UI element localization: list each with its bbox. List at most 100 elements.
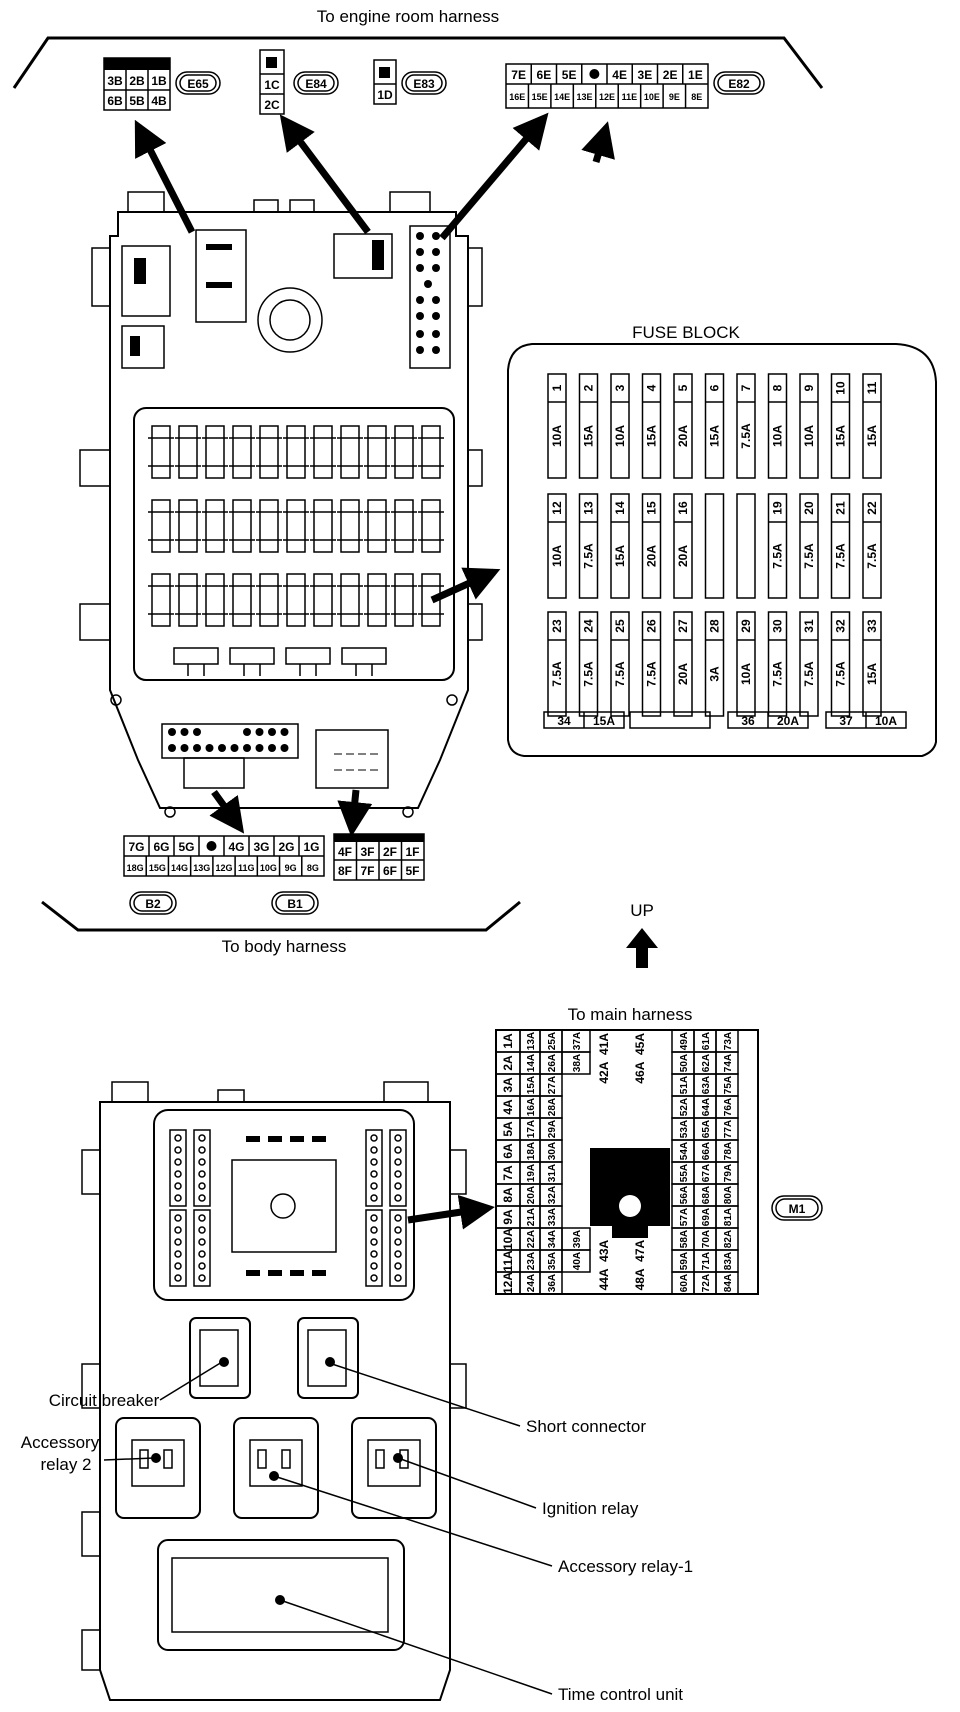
pin-25a: 25A: [547, 1032, 558, 1050]
pin-52a: 52A: [679, 1098, 690, 1116]
pin-27a: 27A: [547, 1076, 558, 1094]
fuse-number: 14: [613, 501, 627, 515]
pin-60a: 60A: [679, 1274, 690, 1292]
pin-40a: 40A: [572, 1252, 583, 1270]
fuse-rating: 7.5A: [550, 661, 564, 687]
pin-66a: 66A: [701, 1142, 712, 1160]
pin-69a: 69A: [701, 1208, 712, 1226]
engine-harness-bracket: [12, 36, 824, 89]
fuse-number: 22: [865, 501, 879, 515]
pin-8e: 8E: [691, 92, 702, 102]
pin-26a: 26A: [547, 1054, 558, 1072]
fuse-rating: 10A: [550, 545, 564, 567]
pin-2f: 2F: [383, 845, 397, 859]
pin-1a: 1A: [501, 1033, 515, 1049]
pin-4g: 4G: [228, 840, 244, 854]
pin-18a: 18A: [526, 1142, 537, 1160]
fuse-rating: 20A: [676, 663, 690, 685]
fuse-rating: 20A: [676, 425, 690, 447]
pin-2e: 2E: [663, 68, 678, 82]
pin-72a: 72A: [701, 1274, 712, 1292]
fuse-number: 9: [802, 384, 816, 391]
pin-7g: 7G: [128, 840, 144, 854]
pin-30a: 30A: [547, 1142, 558, 1160]
pin-38a: 38A: [572, 1054, 583, 1072]
callout-accessory-relay-2-a: Accessory: [21, 1433, 100, 1452]
pin-54a: 54A: [679, 1142, 690, 1160]
arrow-to-fuse-block: [430, 567, 501, 604]
fuse-number: 29: [739, 619, 753, 633]
fuse-housing-top: [79, 191, 483, 818]
connector-arrows-top: [134, 112, 615, 241]
pin-10a: 10A: [501, 1228, 515, 1250]
up-arrow-icon: [626, 928, 658, 968]
pin-11g: 11G: [238, 863, 255, 873]
callout-short-connector: Short connector: [526, 1417, 646, 1436]
pin-1d: 1D: [377, 88, 393, 102]
fuse-number: 2: [582, 384, 596, 391]
pin-75a: 75A: [723, 1076, 734, 1094]
pin-8a: 8A: [501, 1187, 515, 1203]
fuse-number: 33: [865, 619, 879, 633]
fuse-26: 267.5A: [641, 611, 662, 717]
pin-2b: 2B: [129, 74, 145, 88]
pin-11e: 11E: [622, 92, 638, 102]
pin-9a: 9A: [501, 1209, 515, 1225]
pin-46a: 46A: [633, 1061, 647, 1083]
pin-4f: 4F: [338, 845, 352, 859]
pin-84a: 84A: [723, 1274, 734, 1292]
connector-badge-e84: E84: [293, 71, 339, 95]
connector-badge-b2: B2: [129, 891, 177, 915]
fuse-number: 6: [708, 384, 722, 391]
connector-m1-label: M1: [789, 1202, 806, 1216]
pin-80a: 80A: [723, 1186, 734, 1204]
fuse-rating: 10A: [739, 663, 753, 685]
pin-67a: 67A: [701, 1164, 712, 1182]
fuse-number: 13: [582, 501, 596, 515]
pin-58a: 58A: [679, 1230, 690, 1248]
pin-83a: 83A: [723, 1252, 734, 1270]
fuse-empty: [736, 493, 756, 599]
fuse-number: 31: [802, 619, 816, 633]
connector-e83: 1D: [373, 59, 397, 105]
arrow-to-main-harness: [407, 1194, 495, 1230]
fuse-rating: 7.5A: [739, 423, 753, 449]
connector-e83-label: E83: [413, 77, 435, 91]
pin-9g: 9G: [285, 863, 297, 873]
pin-21a: 21A: [526, 1208, 537, 1226]
fuse-rating: 15A: [582, 425, 596, 447]
pin-2c: 2C: [264, 98, 280, 112]
fuse-number: 28: [708, 619, 722, 633]
fuse-number: 15: [645, 501, 659, 515]
fuse-number: 10: [834, 381, 848, 395]
pin-79a: 79A: [723, 1164, 734, 1182]
pin-1b: 1B: [151, 74, 167, 88]
fuse-number: 19: [771, 501, 785, 515]
pin-14g: 14G: [171, 863, 188, 873]
fuse-20: 207.5A: [799, 493, 819, 599]
fuse-rating: 7.5A: [771, 661, 785, 687]
pin-73a: 73A: [723, 1032, 734, 1050]
callouts: Circuit breaker Short connector Accessor…: [21, 1361, 693, 1704]
fuse-24: 247.5A: [578, 611, 599, 717]
connector-b2-label: B2: [145, 897, 161, 911]
pin-53a: 53A: [679, 1120, 690, 1138]
pin-1c: 1C: [264, 78, 280, 92]
pin-37a: 37A: [572, 1032, 583, 1050]
pin-6g: 6G: [153, 840, 169, 854]
fuse-25: 257.5A: [610, 611, 630, 717]
fuse-32: 327.5A: [830, 611, 851, 717]
fuse-number: 21: [834, 501, 848, 515]
fuse-rating: 7.5A: [771, 543, 785, 569]
fuse-rating: 15A: [834, 425, 848, 447]
fuse-7: 77.5A: [736, 373, 756, 479]
